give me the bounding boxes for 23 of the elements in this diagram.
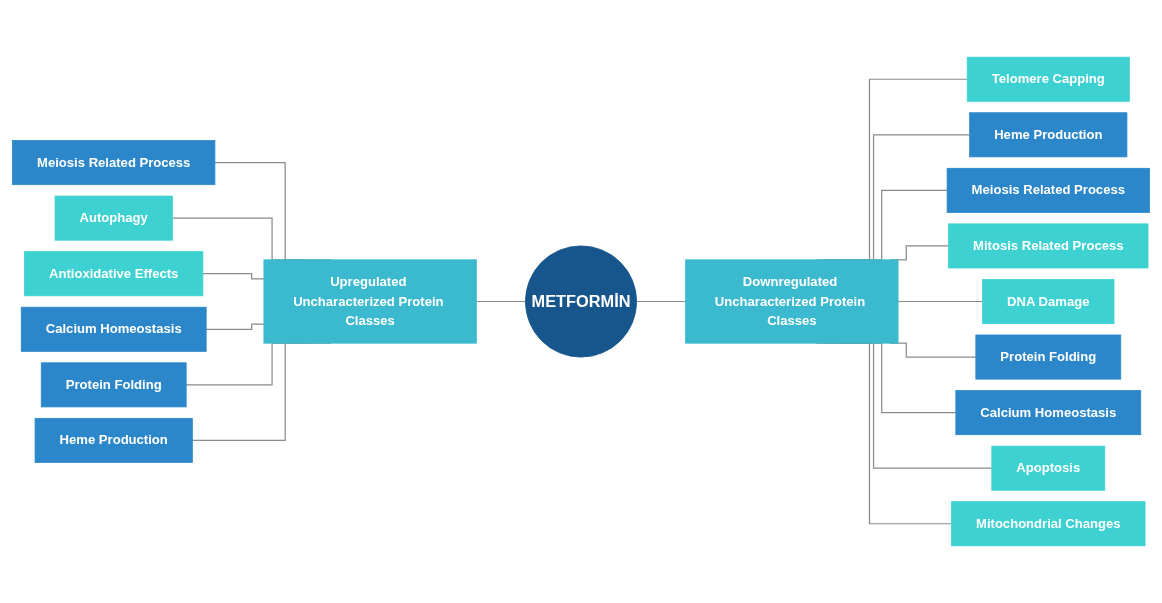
node-box: Meiosis Related Process <box>946 167 1150 213</box>
node-box: Telomere Capping <box>966 56 1130 102</box>
node-box: Calcium Homeostasis <box>955 390 1142 436</box>
node-box: Mitosis Related Process <box>948 223 1149 269</box>
connector <box>897 300 984 303</box>
node-box: Calcium Homeostasis <box>20 306 207 352</box>
node-box: Antioxidative Effects <box>24 251 204 297</box>
node-box: Upregulated Uncharacterized Protein Classes <box>263 259 477 344</box>
connector <box>636 300 687 303</box>
node-box: Heme Production <box>969 112 1128 158</box>
connector <box>205 323 265 330</box>
node-box: Downregulated Uncharacterized Protein Classes <box>685 259 899 344</box>
node-box: DNA Damage <box>982 279 1115 324</box>
connector <box>202 273 265 280</box>
node-box: Meiosis Related Process <box>12 140 216 186</box>
node-box: Autophagy <box>54 195 173 241</box>
node-box: Mitochondrial Changes <box>951 501 1146 547</box>
node-box: Protein Folding <box>975 334 1122 380</box>
node-box: Apoptosis <box>991 445 1106 491</box>
node-box: Heme Production <box>34 417 193 463</box>
node-box: Protein Folding <box>40 362 187 408</box>
node-circle: METFORMİN <box>525 245 637 358</box>
connector <box>475 300 526 303</box>
